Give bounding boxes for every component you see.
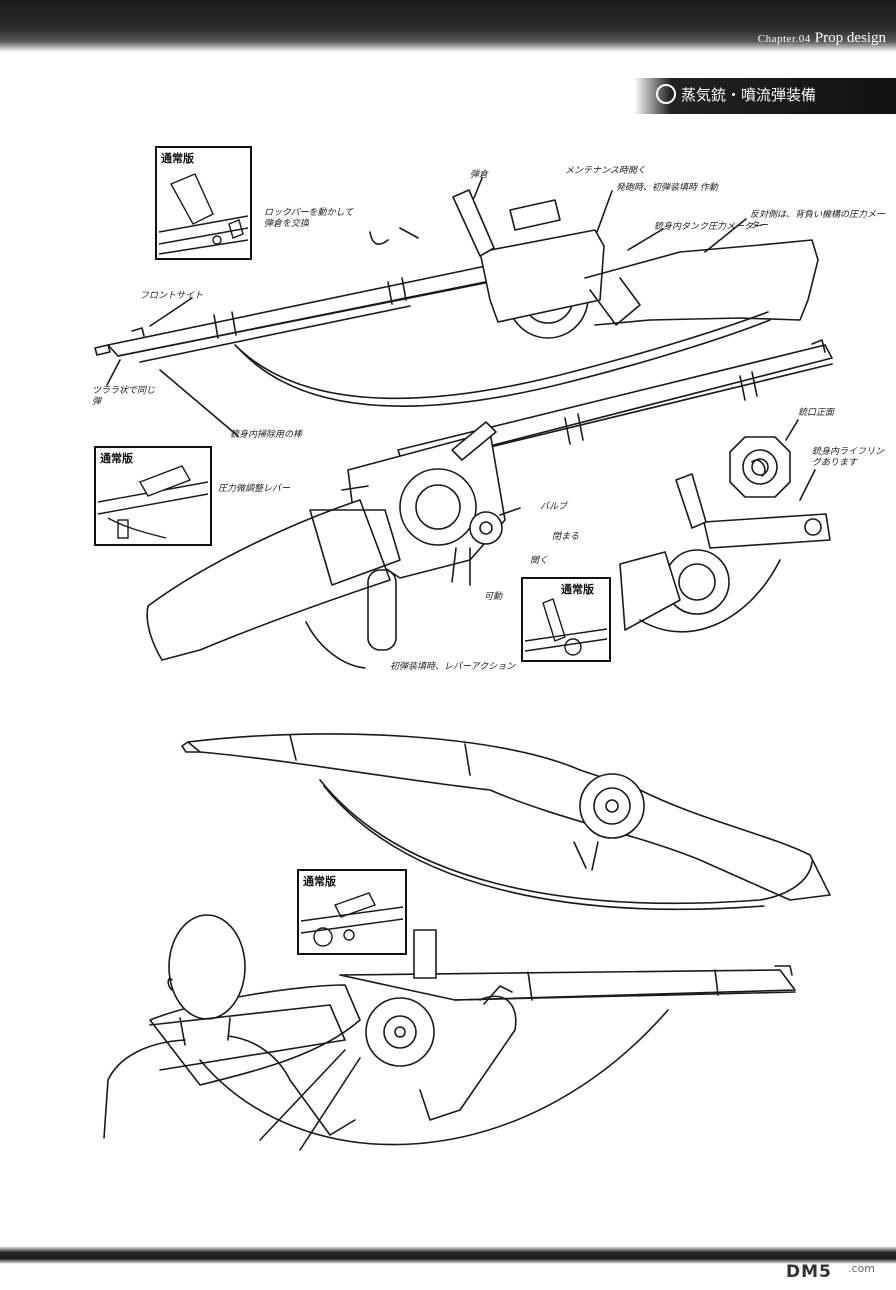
annotation-front-sight: フロントサイト bbox=[140, 291, 204, 301]
inset-label: 通常版 bbox=[161, 152, 194, 165]
inset-label: 通常版 bbox=[100, 452, 133, 465]
rifle-sketch-1 bbox=[94, 189, 819, 407]
inset-standard-version-2: 通常版 bbox=[94, 446, 212, 546]
rifle-sketch-2 bbox=[146, 339, 833, 669]
section-title: Prop design bbox=[814, 30, 886, 46]
annotation-firing-state: 発砲時、初弾装填時 作動 bbox=[616, 183, 718, 193]
annotation-barrel-tank-meter: 銃身内タンク圧力メーター bbox=[654, 222, 763, 232]
inset-sketch bbox=[158, 173, 249, 255]
annotation-same-as-bayonet: ツララ状で同じ弾 bbox=[92, 386, 156, 407]
inset-label: 通常版 bbox=[561, 583, 594, 596]
annotation-magazine: 弾倉 bbox=[470, 170, 489, 180]
rifle-sketch-3 bbox=[181, 733, 831, 911]
title-band bbox=[634, 78, 896, 114]
inset-standard-version-1: 通常版 bbox=[155, 146, 252, 260]
annotation-valve: バルブ bbox=[540, 502, 568, 512]
annotation-lever-swap: ロックバーを動かして弾倉を交換 bbox=[264, 208, 354, 229]
annotation-opens: 開く bbox=[530, 556, 549, 566]
annotation-right-side-meter: 反対側は、背負い機構の圧力メーター bbox=[750, 210, 886, 231]
chapter-number: Chapter.04 bbox=[757, 33, 811, 45]
annotation-rifling: 銃身内ライフリングあります bbox=[812, 447, 885, 468]
watermark-logo: DM5 bbox=[786, 1262, 832, 1282]
figure-sketch bbox=[103, 914, 517, 1139]
watermark-site: .com bbox=[848, 1262, 875, 1275]
inset-sketch bbox=[97, 465, 209, 539]
inset-standard-version-3: 通常版 bbox=[521, 577, 611, 662]
annotation-first-load: 初弾装填時、レバーアクション bbox=[390, 662, 516, 672]
inset-standard-version-4: 通常版 bbox=[297, 869, 407, 955]
footer-band bbox=[0, 1246, 896, 1264]
page-title: 蒸気銃・噴流弾装備 bbox=[681, 86, 817, 104]
annotation-cleaning-rod: 銃身内掃除用の棒 bbox=[230, 430, 303, 440]
annotation-movable: 可動 bbox=[484, 592, 503, 602]
inset-label: 通常版 bbox=[303, 875, 336, 888]
annotation-muzzle-front: 銃口正面 bbox=[798, 408, 835, 418]
leader-lines bbox=[106, 177, 816, 516]
title-logo-icon bbox=[656, 84, 676, 104]
header-band bbox=[0, 0, 896, 52]
annotation-pressure-lever: 圧力微調整レバー bbox=[218, 484, 291, 494]
inset-sketch bbox=[524, 598, 608, 656]
rifle-sketch-5 bbox=[619, 473, 831, 633]
inset-sketch bbox=[300, 892, 404, 947]
annotation-maintenance: メンテナンス時開く bbox=[565, 166, 646, 176]
muzzle-detail bbox=[729, 436, 791, 498]
annotation-closes: 閉まる bbox=[552, 532, 580, 542]
